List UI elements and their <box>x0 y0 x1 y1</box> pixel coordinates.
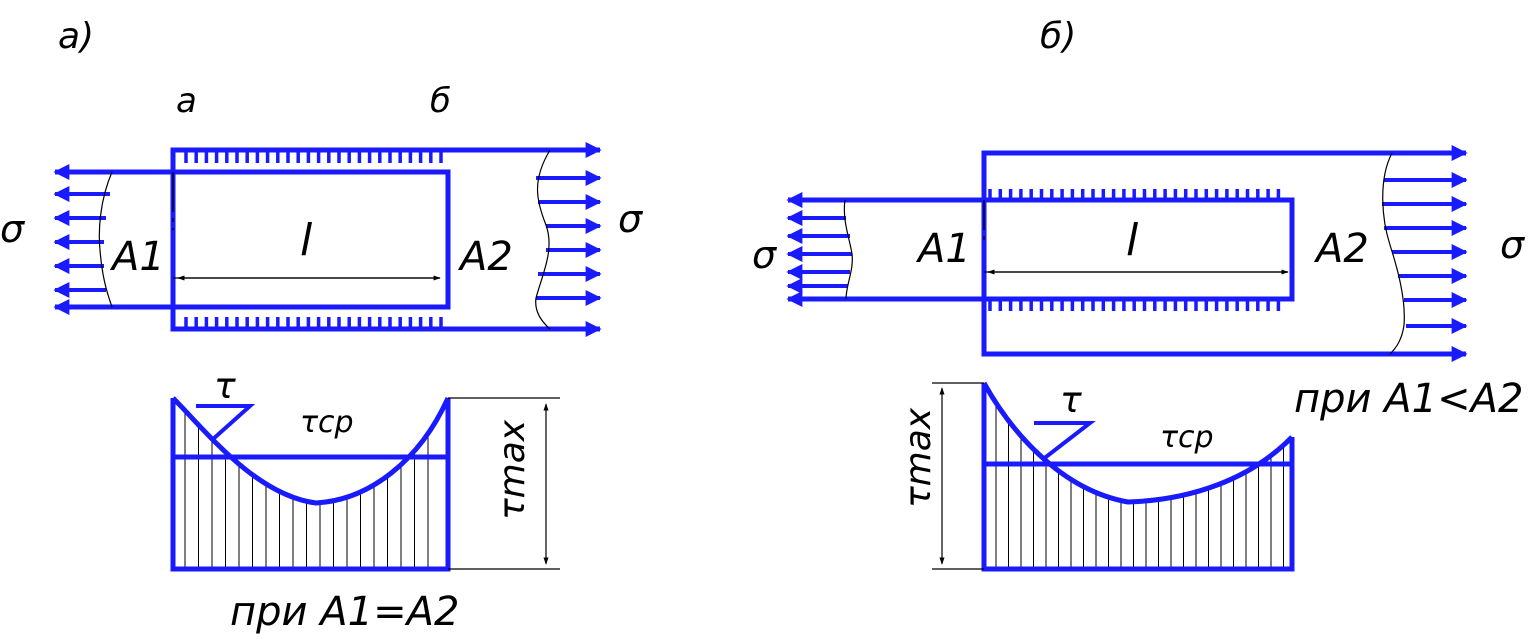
inner-plate-b <box>788 197 1295 302</box>
area-2-label-b: A2 <box>1313 226 1369 272</box>
area-1-label-b: A1 <box>915 226 971 272</box>
sigma-left-a: σ <box>0 207 26 251</box>
panel-a-label: а) <box>58 16 94 57</box>
panel-b: б) σ <box>752 16 1526 572</box>
adhesive-layer-bottom-b <box>988 301 1281 311</box>
sigma-right-b: σ <box>1500 223 1526 267</box>
outer-plate-b <box>981 150 1466 357</box>
tau-label-b: τ <box>1060 380 1082 421</box>
stress-curve-a <box>171 396 451 506</box>
sigma-right-a: σ <box>618 197 644 241</box>
length-label-a: l <box>300 215 313 266</box>
outer-plate-a <box>170 147 600 332</box>
diagram-frame-b <box>981 383 1295 572</box>
section-a-label: а <box>176 81 197 121</box>
tau-avg-label-b: τср <box>1160 420 1214 455</box>
length-label-b: l <box>1126 215 1139 266</box>
panel-a: а) а б <box>0 16 644 635</box>
diagram-frame-a <box>170 398 451 572</box>
tau-max-label-b: τmax <box>898 407 939 508</box>
condition-label-b: при A1<A2 <box>1294 376 1523 422</box>
condition-label-a: при A1=A2 <box>230 589 459 635</box>
panel-b-label: б) <box>1040 16 1076 57</box>
section-b-label: б <box>430 81 451 121</box>
tau-leader-b <box>1034 421 1096 462</box>
diagram-hatching-a <box>184 410 429 569</box>
shear-diagram-a: τ τср τmax <box>170 366 560 572</box>
adhesive-layer-top-a <box>184 152 443 163</box>
left-stress-arrows-b <box>786 192 853 307</box>
shear-diagram-b: τ τср τmax <box>898 380 1295 572</box>
adhesive-layer-top-b <box>988 189 1281 198</box>
tau-avg-label-a: τср <box>300 405 354 440</box>
diagram-hatching-b <box>995 402 1284 569</box>
tau-leader-a <box>196 404 256 442</box>
inner-plate-a <box>55 169 451 310</box>
right-stress-arrows-b <box>1382 145 1468 362</box>
stress-curve-b <box>981 381 1294 505</box>
tau-max-label-a: τmax <box>492 419 533 520</box>
adhesive-layer-bottom-a <box>184 317 443 327</box>
area-2-label-a: A2 <box>457 234 513 280</box>
left-stress-arrows-a <box>53 164 113 315</box>
right-stress-arrows-a <box>535 142 602 337</box>
sigma-left-b: σ <box>752 233 778 277</box>
area-1-label-a: A1 <box>109 234 165 280</box>
tau-label-a: τ <box>214 366 236 407</box>
